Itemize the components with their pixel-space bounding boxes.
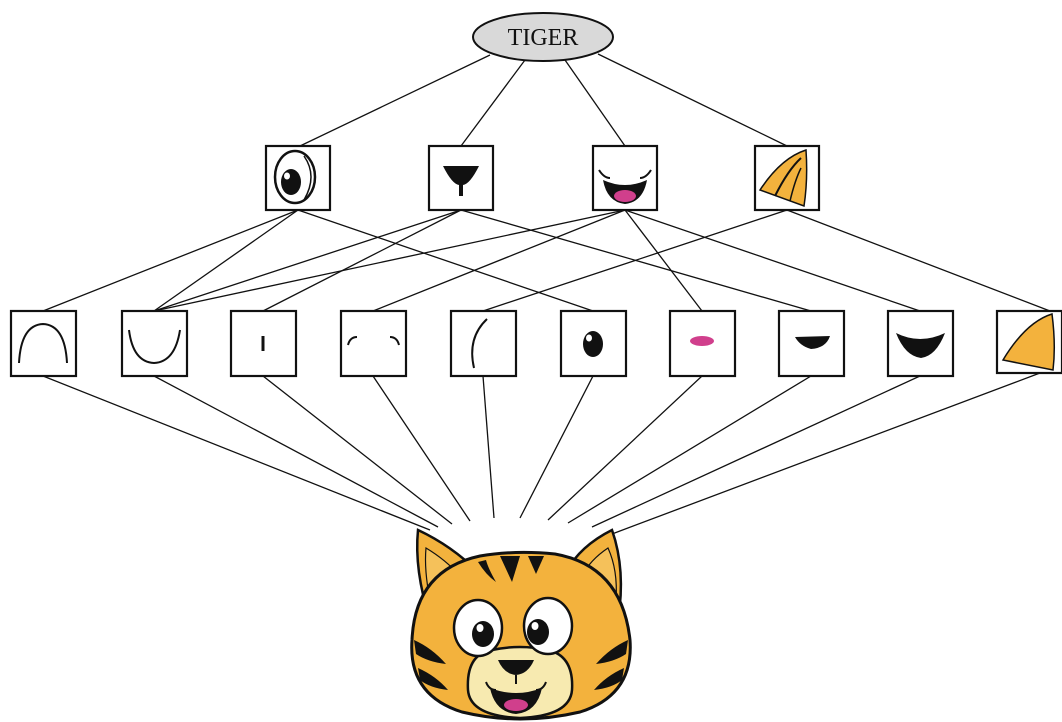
- feature-short-line: [229, 309, 298, 378]
- edge-nose-arc-bottom: [153, 209, 462, 312]
- edge-root-ear: [597, 53, 788, 147]
- curve-icon: [471, 318, 488, 369]
- edge-mouth-shape-face: [591, 375, 921, 528]
- mouth-icon: [598, 169, 652, 204]
- edge-ear-tip-face: [611, 372, 1041, 535]
- root-label: TIGER: [508, 25, 579, 51]
- pupil-icon: [583, 331, 603, 357]
- edge-arc-top-face: [42, 375, 431, 531]
- root-node: TIGER: [472, 12, 614, 62]
- edge-mouth-corners-face: [372, 375, 471, 522]
- edge-mouth-arc-bottom: [153, 209, 626, 312]
- part-eye: [264, 144, 332, 212]
- arc-bottom-icon: [128, 329, 181, 365]
- edge-ear-curve: [482, 209, 788, 312]
- edge-root-eye: [299, 54, 491, 147]
- edge-nose-short-line: [262, 209, 462, 312]
- mouth-corners-icon: [347, 336, 400, 346]
- feature-arc-top: [9, 309, 78, 378]
- ear-icon: [758, 148, 808, 208]
- ear-tip-icon: [1001, 313, 1056, 371]
- edge-eye-arc-bottom: [153, 209, 299, 312]
- edge-mouth-tongue: [624, 209, 703, 312]
- edge-mouth-mouth-shape: [624, 209, 921, 312]
- feature-arc-bottom: [120, 309, 189, 378]
- tongue-icon: [690, 336, 714, 346]
- edge-arc-bottom-face: [153, 375, 439, 528]
- edge-root-mouth: [564, 59, 626, 147]
- edge-mouth-mouth-corners: [372, 209, 626, 312]
- edge-eye-arc-top: [42, 209, 299, 312]
- feature-mouth-shape: [886, 309, 955, 378]
- eye-icon: [273, 149, 317, 205]
- edge-nose-shape-face: [567, 375, 812, 524]
- feature-curve: [449, 309, 518, 378]
- part-mouth: [591, 144, 659, 212]
- arc-top-icon: [18, 322, 68, 364]
- edge-short-line-face: [262, 375, 453, 525]
- edge-curve-face: [482, 375, 495, 519]
- edge-eye-pupil: [297, 209, 594, 312]
- edge-tongue-face: [547, 375, 703, 521]
- feature-tongue: [668, 309, 737, 378]
- feature-mouth-corners: [339, 309, 408, 378]
- mouth-shape-icon: [896, 333, 945, 358]
- connection-lines: [42, 53, 1051, 535]
- nose-icon: [443, 166, 479, 196]
- feature-nose-shape: [777, 309, 846, 378]
- feature-ear-tip: [995, 309, 1062, 375]
- part-ear: [753, 144, 821, 212]
- edge-ear-ear-tip: [786, 209, 1051, 312]
- edge-root-nose: [460, 59, 526, 147]
- root-ellipse: [472, 12, 614, 62]
- part-nose: [427, 144, 495, 212]
- nose-shape-icon: [795, 336, 830, 349]
- edge-pupil-face: [519, 375, 594, 519]
- feature-pupil: [559, 309, 628, 378]
- tiger-face-icon: [410, 528, 632, 721]
